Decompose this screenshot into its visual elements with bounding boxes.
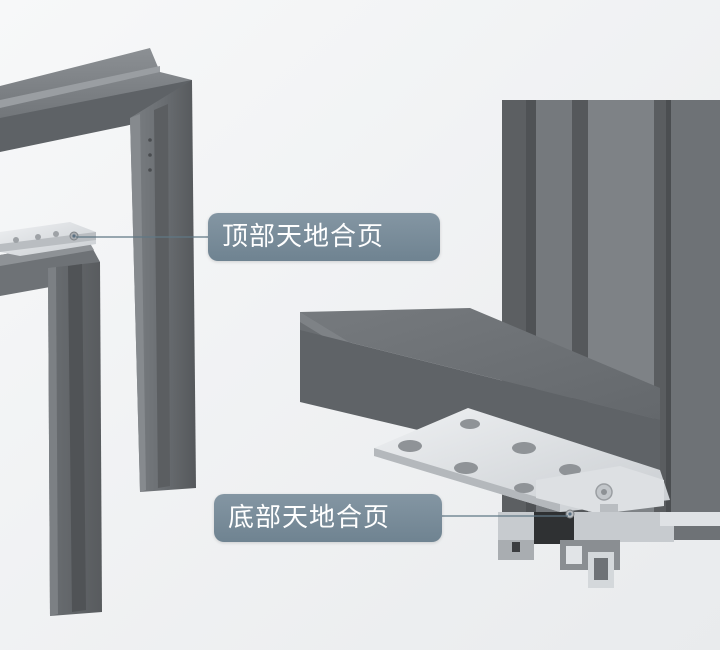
top-hinge — [0, 222, 96, 256]
sill-profile — [498, 509, 720, 588]
bottom-frame-assembly — [300, 100, 720, 588]
bottom-hinge — [374, 408, 670, 514]
bottom-hinge-label: 底部天地合页 — [214, 494, 442, 542]
top-hinge-label: 顶部天地合页 — [208, 213, 440, 261]
frame-top-beam-front-face — [0, 80, 192, 152]
top-frame-assembly — [0, 48, 196, 616]
sash-bottom-rail-top-face — [300, 308, 660, 420]
